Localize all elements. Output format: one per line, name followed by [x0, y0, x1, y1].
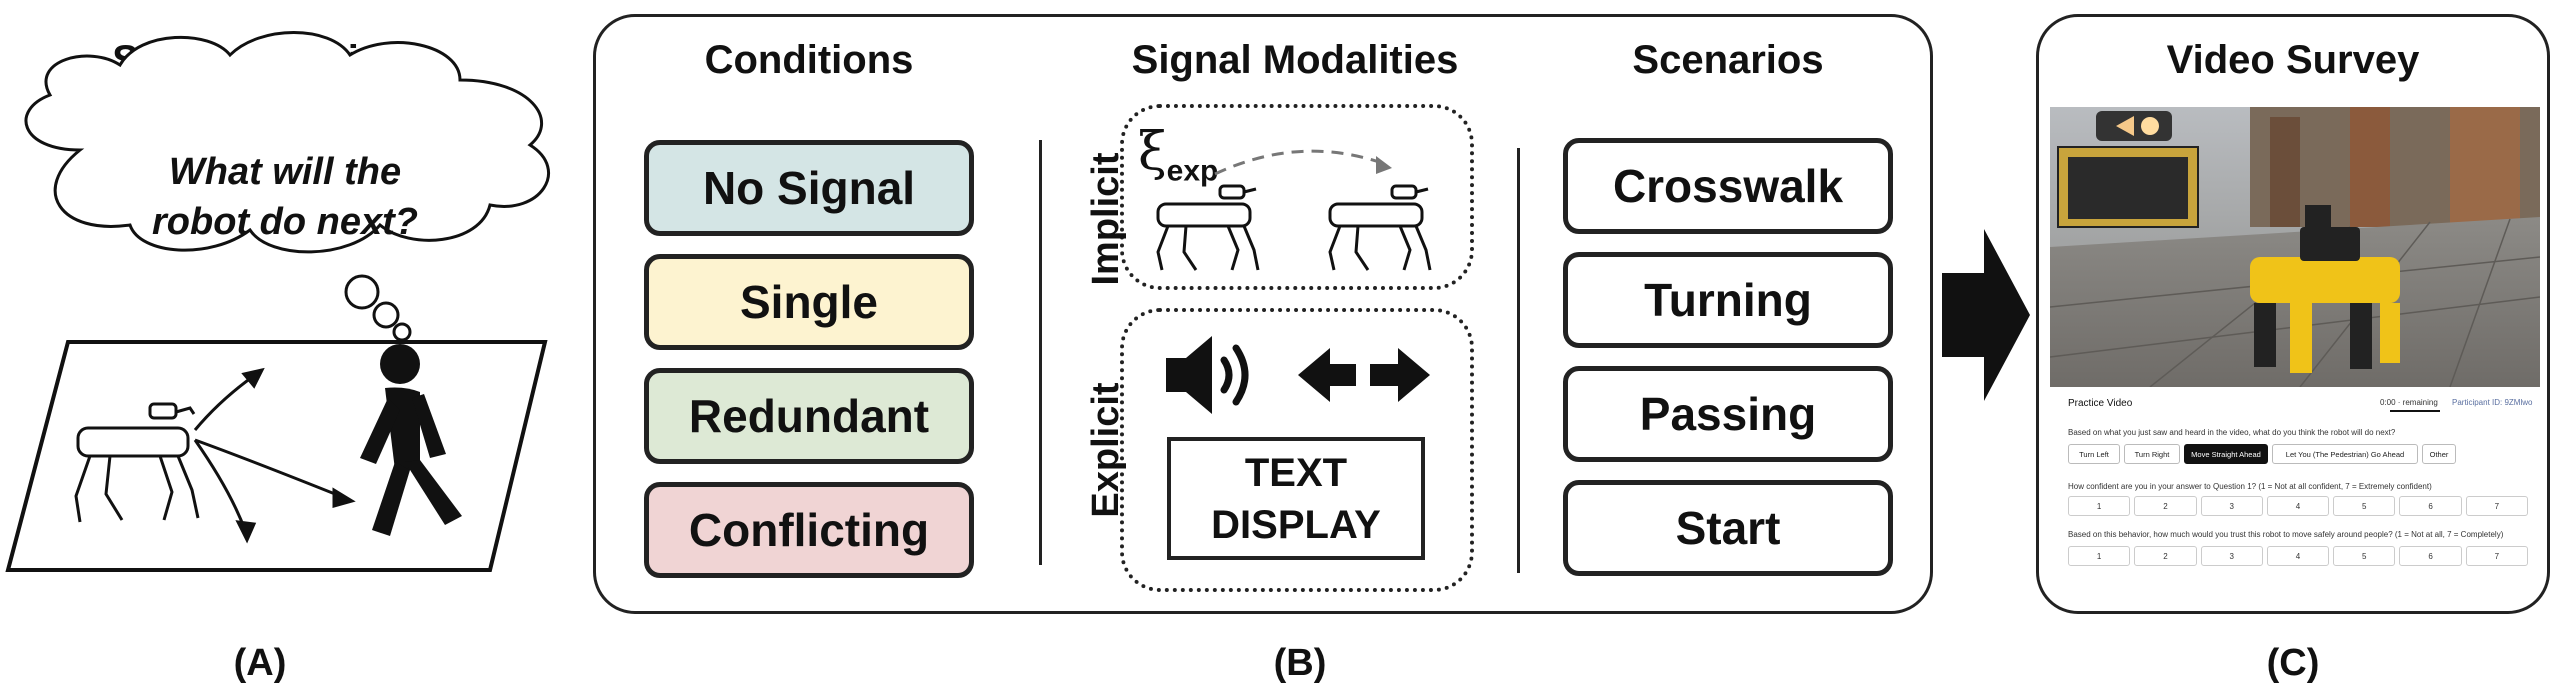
question-1: Based on what you just saw and heard in … [2068, 428, 2396, 437]
robot-dog-icon [2250, 205, 2400, 373]
question-3: Based on this behavior, how much would y… [2068, 530, 2504, 539]
video-survey-title: Video Survey [2166, 38, 2420, 82]
implicit-box [1120, 104, 1474, 290]
condition-label: Conflicting [688, 504, 930, 556]
cloud-line-1: What will the [168, 151, 402, 193]
scenario-label: Passing [1639, 388, 1817, 440]
divider-left [1039, 140, 1042, 565]
option-label: Let You (The Pedestrian) Go Ahead [2285, 449, 2405, 459]
scale-option[interactable]: 7 [2465, 496, 2528, 516]
question-2: How confident are you in your answer to … [2068, 482, 2432, 491]
participant-id: Participant ID: 9ZMlwo [2452, 398, 2533, 407]
scale-option[interactable]: 1 [2068, 546, 2131, 566]
scenario-label: Crosswalk [1612, 160, 1844, 212]
option-turn-left[interactable]: Turn Left [2068, 444, 2120, 464]
scene-ground [5, 340, 548, 572]
scale-option[interactable]: 5 [2333, 546, 2396, 566]
pedestrian-icon [360, 344, 462, 536]
trust-scale: 1 2 3 4 5 6 7 [2068, 546, 2528, 566]
conditions-title: Conditions [704, 38, 914, 82]
text-display-box: TEXT DISPLAY [1167, 437, 1425, 560]
scale-option[interactable]: 3 [2200, 496, 2263, 516]
condition-label: Single [739, 276, 879, 328]
modalities-title: Signal Modalities [1131, 38, 1459, 82]
condition-no-signal: No Signal [644, 140, 974, 236]
scale-option[interactable]: 5 [2333, 496, 2396, 516]
panel-c-frame [2036, 14, 2550, 614]
option-label: Turn Right [2134, 449, 2170, 459]
panel-b-label: (B) [1273, 642, 1327, 684]
divider-right [1517, 148, 1520, 573]
option-other[interactable]: Other [2422, 444, 2456, 464]
scale-option[interactable]: 1 [2068, 496, 2131, 516]
condition-redundant: Redundant [644, 368, 974, 464]
panel-a-label: (A) [233, 642, 287, 684]
panel-b-frame [593, 14, 1933, 614]
scale-option[interactable]: 2 [2134, 496, 2197, 516]
scenario-crosswalk: Crosswalk [1563, 138, 1893, 234]
option-label: Other [2429, 449, 2449, 459]
robot-dog-icon [1328, 184, 1432, 271]
robot-dog-icon [1156, 184, 1260, 271]
scenario-passing: Passing [1563, 366, 1893, 462]
cloud-line-2: robot do next? [152, 201, 418, 243]
survey-heading: Practice Video [2068, 398, 2133, 409]
condition-label: No Signal [702, 162, 916, 214]
scale-option[interactable]: 6 [2399, 496, 2462, 516]
text-display-line-1: TEXT [1244, 450, 1348, 495]
scale-option[interactable]: 6 [2399, 546, 2462, 566]
panel-c-label: (C) [2266, 642, 2320, 684]
explicit-box [1120, 308, 1474, 592]
scenario-label: Start [1675, 502, 1781, 554]
video-progress-bar[interactable] [2390, 410, 2440, 412]
scenario-turning: Turning [1563, 252, 1893, 348]
condition-label: Redundant [688, 390, 930, 442]
condition-single: Single [644, 254, 974, 350]
xi-symbol: ξ [1138, 122, 1167, 182]
option-label: Move Straight Ahead [2191, 449, 2261, 459]
video-frame [2050, 107, 2540, 387]
scale-option[interactable]: 2 [2134, 546, 2197, 566]
thought-cloud [24, 31, 550, 342]
robot-dog-icon [74, 402, 200, 523]
option-move-straight[interactable]: Move Straight Ahead [2184, 444, 2268, 464]
option-turn-right[interactable]: Turn Right [2124, 444, 2180, 464]
confidence-scale: 1 2 3 4 5 6 7 [2068, 496, 2528, 516]
path-arrows [193, 367, 356, 544]
cloud-question: What will the robot do next? [90, 147, 480, 247]
explicit-label: Explicit [1085, 382, 1127, 518]
video-time: 0:00 · remaining [2380, 398, 2438, 407]
option-let-you-go[interactable]: Let You (The Pedestrian) Go Ahead [2272, 444, 2418, 464]
scenario-label: Turning [1644, 274, 1812, 326]
scenario-start: Start [1563, 480, 1893, 576]
option-label: Turn Left [2079, 449, 2109, 459]
text-display-line-2: DISPLAY [1211, 502, 1381, 547]
flow-arrow-icon [1942, 229, 2030, 401]
speaker-icon [1166, 336, 1249, 414]
scale-option[interactable]: 4 [2266, 546, 2330, 566]
xi-subscript: exp [1166, 154, 1219, 188]
scale-option[interactable]: 4 [2266, 496, 2330, 516]
scale-option[interactable]: 3 [2200, 546, 2263, 566]
left-right-arrows-icon [1298, 348, 1430, 402]
condition-conflicting: Conflicting [644, 482, 974, 578]
scenarios-title: Scenarios [1632, 38, 1824, 82]
scale-option[interactable]: 7 [2465, 546, 2528, 566]
explicit-icons [1166, 336, 1430, 414]
xi-exp-symbol: ξexp [1138, 126, 1218, 197]
implicit-robots [1156, 149, 1432, 271]
